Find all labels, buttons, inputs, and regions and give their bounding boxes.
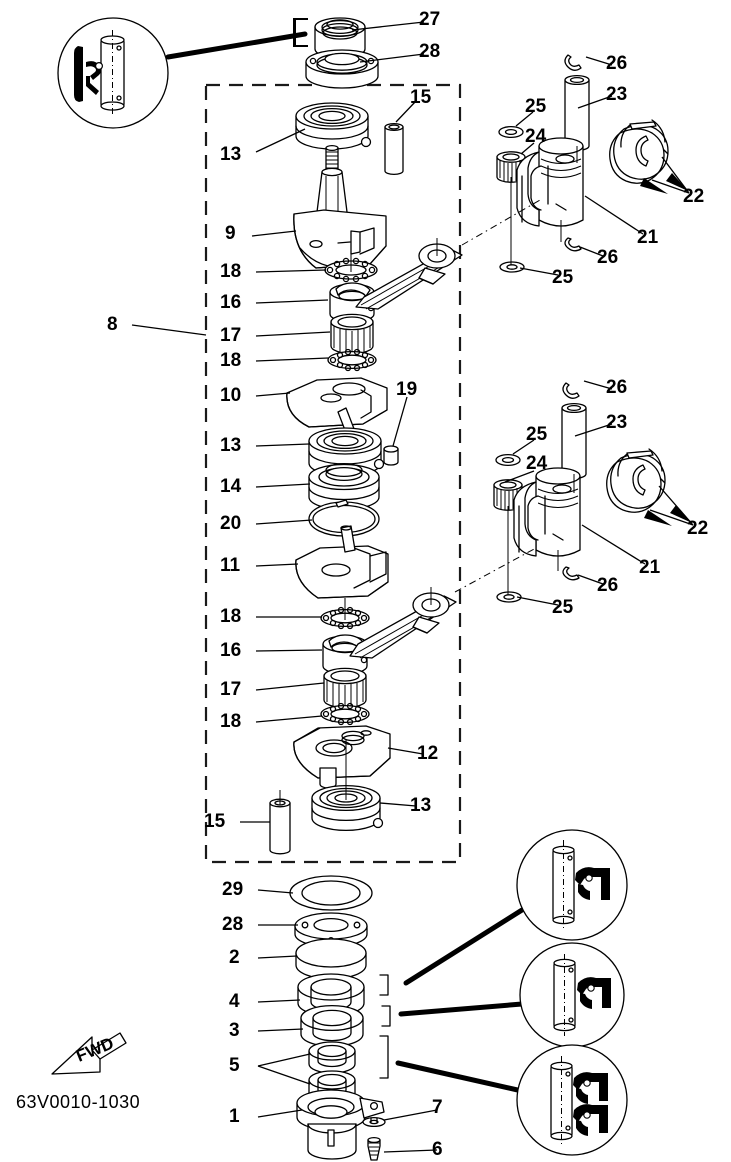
- fwd-direction-arrow: FWD: [51, 1032, 127, 1075]
- part-26-circlip-upper-bottom: [564, 237, 582, 252]
- callout-number-25: 25: [552, 597, 574, 618]
- part-13-ball-bearing-upper: [295, 102, 372, 150]
- callout-number-22: 22: [683, 186, 705, 207]
- callout-number-5: 5: [229, 1055, 240, 1076]
- part-17-needle-bearing-2: [323, 667, 367, 709]
- detail-circle-right-1: [403, 829, 628, 986]
- part-26-circlip-lower-bottom: [562, 566, 580, 581]
- part-15-dowel-pin-upper: [384, 122, 404, 176]
- part-1-oil-seal-housing: [296, 1089, 385, 1160]
- part-27-bearing-cap: [293, 17, 366, 59]
- part-10-crank-web-center-upper: [286, 377, 388, 439]
- callout-number-12: 12: [417, 743, 439, 764]
- callout-number-8: 8: [107, 314, 118, 335]
- callout-number-28: 28: [222, 914, 244, 935]
- callout-number-18: 18: [220, 711, 242, 732]
- part-18-thrust-washer-4: [320, 702, 370, 726]
- leader-lines: [131, 21, 694, 1153]
- part-20-seal-ring: [308, 499, 380, 537]
- callout-number-13: 13: [410, 795, 432, 816]
- part-28-bearing-housing-top: [305, 49, 379, 89]
- detail-circle-right-3: [395, 1044, 628, 1156]
- callout-number-13: 13: [220, 144, 242, 165]
- callout-number-29: 29: [222, 879, 244, 900]
- detail-circle-top-left: [57, 17, 308, 129]
- part-23-piston-pin-lower: [561, 402, 587, 480]
- part-22-piston-rings-lower: [606, 448, 692, 526]
- detail-circle-right-2: [398, 942, 625, 1048]
- part-2-o-ring: [295, 938, 367, 980]
- part-15-dowel-pin-lower: [269, 798, 291, 855]
- part-17-needle-bearing-1: [330, 313, 374, 355]
- callout-number-26: 26: [597, 575, 619, 596]
- part-29-gasket: [289, 875, 373, 911]
- callout-number-17: 17: [220, 679, 242, 700]
- callout-number-9: 9: [225, 223, 236, 244]
- callout-number-27: 27: [419, 9, 441, 30]
- callout-number-26: 26: [606, 53, 628, 74]
- callout-number-2: 2: [229, 947, 240, 968]
- part-5-oil-seal-upper: [308, 1041, 356, 1074]
- part-19-pin: [383, 445, 399, 466]
- callout-number-13: 13: [220, 435, 242, 456]
- callout-number-28: 28: [419, 41, 441, 62]
- callout-number-24: 24: [525, 126, 547, 147]
- diagram-part-number: 63V0010-1030: [16, 1092, 141, 1112]
- callout-number-1: 1: [229, 1106, 240, 1127]
- piston-centerlines: [454, 199, 541, 593]
- part-22-piston-rings-upper: [609, 119, 688, 194]
- callout-number-25: 25: [525, 96, 547, 117]
- part-12-crank-web-lower: [293, 725, 391, 789]
- part-25-washer-lower-upper: [495, 453, 521, 467]
- part-9-crank-web-upper: [293, 144, 387, 269]
- callout-number-26: 26: [597, 247, 619, 268]
- part-25-washer-lower-lower: [496, 591, 522, 603]
- part-13-ball-bearing-lower: [311, 784, 384, 832]
- part-3-seal-ring: [300, 1004, 364, 1048]
- callout-number-23: 23: [606, 84, 628, 105]
- callout-number-19: 19: [396, 379, 418, 400]
- callout-number-15: 15: [410, 87, 432, 108]
- callout-number-24: 24: [526, 453, 548, 474]
- callout-number-25: 25: [552, 267, 574, 288]
- callout-number-18: 18: [220, 350, 242, 371]
- part-6-screw: [367, 1136, 381, 1161]
- group-brackets: [379, 974, 391, 1079]
- callout-number-18: 18: [220, 606, 242, 627]
- callout-number-11: 11: [220, 555, 241, 576]
- callout-number-25: 25: [526, 424, 548, 445]
- part-21-piston-upper: [516, 137, 584, 227]
- callout-number-10: 10: [220, 385, 242, 406]
- part-16-crank-pin-retainer-2: [322, 634, 368, 675]
- callout-number-16: 16: [220, 640, 242, 661]
- callout-number-3: 3: [229, 1020, 240, 1041]
- callout-number-18: 18: [220, 261, 242, 282]
- callout-number-21: 21: [637, 227, 659, 248]
- callout-number-20: 20: [220, 513, 242, 534]
- part-26-circlip-upper-top: [564, 54, 582, 71]
- callout-number-17: 17: [220, 325, 242, 346]
- connecting-rod-lower: [349, 592, 457, 659]
- callout-number-21: 21: [639, 557, 661, 578]
- part-25-washer-upper-upper: [498, 125, 524, 139]
- part-26-circlip-lower-top: [562, 382, 580, 399]
- callout-number-15: 15: [204, 811, 226, 832]
- callout-number-16: 16: [220, 292, 242, 313]
- part-18-thrust-washer-2: [327, 348, 377, 372]
- callout-number-6: 6: [432, 1139, 443, 1160]
- callout-number-7: 7: [432, 1097, 443, 1118]
- callout-number-14: 14: [220, 476, 242, 497]
- part-21-piston-lower: [513, 467, 581, 557]
- part-14-labyrinth-seal: [308, 462, 380, 511]
- part-7-washer: [362, 1116, 386, 1128]
- callout-number-26: 26: [606, 377, 628, 398]
- callout-number-22: 22: [687, 518, 709, 539]
- callout-number-4: 4: [229, 991, 240, 1012]
- part-25-washer-upper-lower: [499, 261, 525, 273]
- callout-number-23: 23: [606, 412, 628, 433]
- part-11-crank-web-center-lower: [295, 525, 389, 599]
